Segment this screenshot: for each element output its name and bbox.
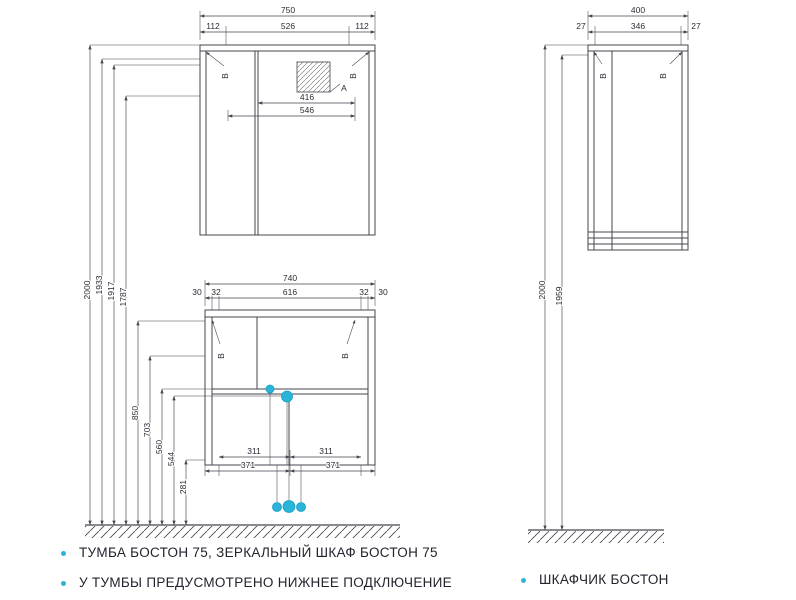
note-text: У ТУМБЫ ПРЕДУСМОТРЕНО НИЖНЕЕ ПОДКЛЮЧЕНИЕ bbox=[79, 575, 452, 590]
height-281-label: 281 bbox=[178, 480, 188, 494]
wall-cabinet-drawing: 400 27 346 27 B B bbox=[575, 4, 702, 251]
plumbing-connection-point bbox=[265, 384, 275, 394]
wall-cabinet-width-right-label: 27 bbox=[691, 21, 701, 31]
wall-cabinet-outline bbox=[587, 44, 689, 251]
vanity-width-total-label: 740 bbox=[283, 273, 297, 283]
mirror-width-right-label: 112 bbox=[355, 21, 369, 31]
floor-hatch bbox=[85, 526, 400, 538]
floor-hatch bbox=[528, 531, 664, 543]
floor-line-right bbox=[528, 529, 664, 543]
floor-line-left bbox=[85, 524, 400, 538]
wall-cabinet-hinge-b-right-label: B bbox=[658, 73, 668, 79]
detail-a-label: A bbox=[341, 83, 347, 93]
mirror-dim-546-label: 546 bbox=[300, 105, 314, 115]
note-item-right: ШКАФЧИК БОСТОН bbox=[521, 572, 669, 588]
wall-height-2000-label: 2000 bbox=[537, 280, 547, 299]
height-dimensions-right: 2000 1959 bbox=[536, 44, 588, 531]
height-dimensions-left: 2000 1933 1917 1787 850 703 560 544 281 bbox=[81, 44, 281, 526]
mirror-cabinet-outline bbox=[199, 44, 376, 236]
note-text: ТУМБА БОСТОН 75, ЗЕРКАЛЬНЫЙ ШКАФ БОСТОН … bbox=[79, 545, 438, 560]
vanity-seg-32-right-label: 32 bbox=[359, 287, 369, 297]
note-text: ШКАФЧИК БОСТОН bbox=[539, 572, 669, 587]
vanity-dim-371-left-label: 371 bbox=[241, 460, 255, 470]
height-850-label: 850 bbox=[130, 406, 140, 420]
vanity-dim-371-right-label: 371 bbox=[326, 460, 340, 470]
vanity-dim-311-right-label: 311 bbox=[319, 446, 333, 456]
hinge-b-left-label: B bbox=[220, 73, 230, 79]
height-703-label: 703 bbox=[142, 423, 152, 437]
floor-connection-point bbox=[282, 500, 296, 513]
vanity-seg-30-right-label: 30 bbox=[378, 287, 388, 297]
mirror-width-center-label: 526 bbox=[281, 21, 295, 31]
vanity-outline bbox=[204, 309, 376, 466]
mirror-width-total-label: 750 bbox=[281, 5, 295, 15]
mirror-dim-416-label: 416 bbox=[300, 92, 314, 102]
note-item-1: ТУМБА БОСТОН 75, ЗЕРКАЛЬНЫЙ ШКАФ БОСТОН … bbox=[61, 545, 438, 561]
vanity-hinge-b-right-label: B bbox=[340, 353, 350, 359]
wall-cabinet-width-left-label: 27 bbox=[576, 21, 586, 31]
floor-connection-point bbox=[272, 502, 282, 512]
floor-connection-point bbox=[296, 502, 306, 512]
plumbing-connection-point bbox=[281, 390, 293, 403]
height-1787-label: 1787 bbox=[118, 287, 128, 306]
wall-cabinet-width-center-label: 346 bbox=[631, 21, 645, 31]
vanity-seg-32-left-label: 32 bbox=[211, 287, 221, 297]
height-2000-label: 2000 bbox=[82, 280, 92, 299]
note-item-2: У ТУМБЫ ПРЕДУСМОТРЕНО НИЖНЕЕ ПОДКЛЮЧЕНИЕ bbox=[61, 575, 452, 591]
bullet-icon bbox=[521, 577, 526, 583]
mirror-width-left-label: 112 bbox=[206, 21, 220, 31]
height-1933-label: 1933 bbox=[94, 275, 104, 294]
socket-cutout-hatch bbox=[296, 61, 331, 93]
bullet-icon bbox=[61, 580, 66, 586]
wall-cabinet-width-total-label: 400 bbox=[631, 5, 645, 15]
vanity-drawing: 740 30 32 616 32 30 B B bbox=[191, 272, 389, 513]
mirror-cabinet-drawing: 750 112 526 112 A 416 546 B B bbox=[199, 4, 376, 236]
height-1917-label: 1917 bbox=[106, 281, 116, 300]
vanity-dim-311-left-label: 311 bbox=[247, 446, 261, 456]
wall-cabinet-hinge-b-left-label: B bbox=[598, 73, 608, 79]
height-544-label: 544 bbox=[166, 452, 176, 466]
bullet-icon bbox=[61, 550, 66, 556]
vanity-hinge-b-left-label: B bbox=[216, 353, 226, 359]
wall-height-1959-label: 1959 bbox=[554, 286, 564, 305]
vanity-seg-616-label: 616 bbox=[283, 287, 297, 297]
vanity-seg-30-left-label: 30 bbox=[192, 287, 202, 297]
hinge-b-right-label: B bbox=[348, 73, 358, 79]
height-560-label: 560 bbox=[154, 440, 164, 454]
